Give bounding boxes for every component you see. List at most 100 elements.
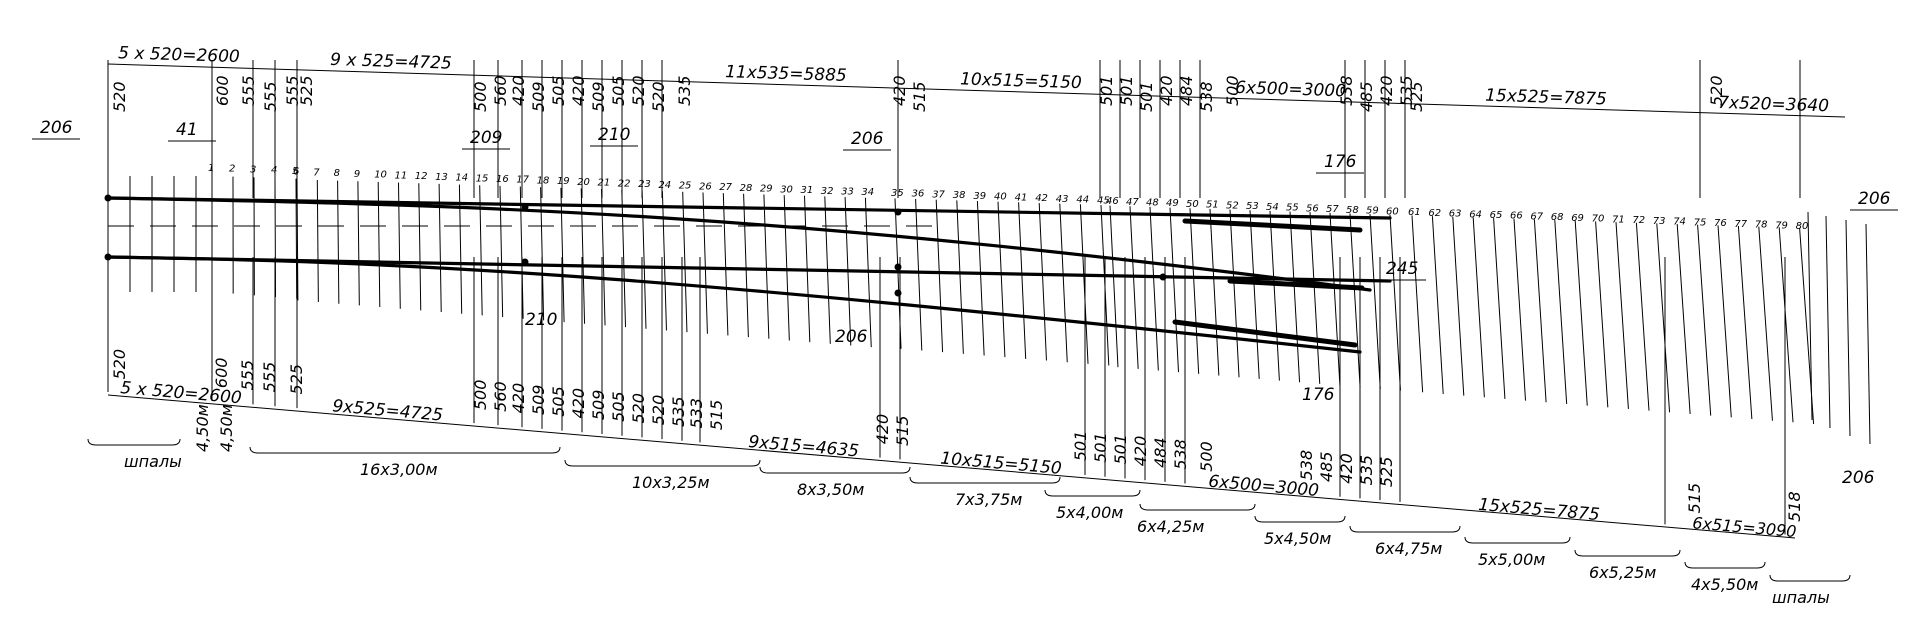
tie-number: 35 [891, 188, 904, 199]
tie-number: 44 [1076, 195, 1089, 206]
tie-number: 53 [1246, 201, 1259, 212]
tie-number: 17 [516, 175, 529, 186]
tie [358, 181, 359, 305]
top-vertical-dimension: 520 [110, 81, 129, 112]
tie-number: 68 [1551, 212, 1564, 223]
tie-number: 30 [780, 184, 793, 195]
tie-number: 34 [861, 187, 874, 198]
tie-number: 15 [476, 173, 489, 184]
tie-number: 6 [293, 167, 299, 178]
tie-number: 9 [354, 169, 360, 180]
tie [723, 193, 728, 335]
tie-number: 71 [1612, 214, 1625, 225]
tie-number: 56 [1306, 203, 1319, 214]
tie-number: 62 [1428, 208, 1441, 219]
bottom-vertical-dimension: 509 [529, 385, 548, 416]
tie [683, 192, 687, 332]
tie-number: 24 [658, 180, 671, 191]
top-vertical-dimension: 500 [1223, 75, 1242, 106]
top-dimension-text: 15x525=7875 [1485, 86, 1607, 110]
bottom-vertical-dimension: 555 [238, 360, 257, 391]
bottom-vertical-dimension: 420 [1131, 436, 1150, 467]
top-small-dimension: 206 [40, 118, 73, 138]
tie [1130, 206, 1138, 369]
top-vertical-dimension: 509 [589, 81, 608, 112]
tie-number: 63 [1449, 209, 1462, 220]
top-vertical-dimension: 525 [1407, 81, 1426, 112]
top-vertical-dimension: 485 [1357, 81, 1376, 112]
tie-number: 65 [1490, 210, 1503, 221]
tie [977, 201, 984, 355]
tie-number: 21 [598, 178, 611, 189]
tie-number: 60 [1386, 206, 1399, 217]
tie [1534, 219, 1546, 402]
bottom-vertical-dimension: 501 [1091, 432, 1110, 463]
tie-number: 33 [841, 186, 854, 197]
tie [1698, 225, 1711, 416]
tie [1110, 206, 1118, 368]
sleeper-group-label: 5x4,00м [1056, 503, 1123, 522]
tie [957, 200, 964, 353]
tie-number: 3 [250, 164, 256, 175]
tie-number: 27 [719, 182, 732, 193]
top-vertical-dimension: 420 [890, 75, 909, 106]
tie [1575, 221, 1587, 406]
sleeper-group-label: шпалы [1772, 588, 1830, 607]
top-vertical-dimension: 509 [529, 81, 548, 112]
tie-number: 70 [1592, 214, 1605, 225]
tie-number: 72 [1632, 215, 1645, 226]
tie [1412, 215, 1423, 392]
rail-joint [522, 204, 529, 211]
bottom-vertical-dimension: 420 [1337, 453, 1356, 484]
sleeper-group-label: 4,50м [217, 404, 236, 452]
tie-number: 26 [699, 181, 712, 192]
bottom-vertical-dimension: 560 [491, 381, 510, 412]
tie-number: 8 [334, 168, 340, 179]
top-vertical-dimension: 555 [261, 81, 280, 112]
tie-number: 52 [1226, 200, 1239, 211]
tie [1270, 211, 1279, 381]
tie [1190, 208, 1199, 374]
tie [1290, 212, 1300, 383]
sleeper-group-label: шпалы [124, 452, 182, 471]
tie-number: 25 [679, 181, 692, 192]
tie [1080, 204, 1088, 364]
bottom-dimension-text: 9x515=4635 [748, 432, 860, 461]
tie-number: 4 [271, 165, 277, 176]
tie-number: 22 [618, 178, 631, 189]
tie [1636, 223, 1649, 411]
tie-number: 39 [973, 191, 986, 202]
tie [1677, 224, 1690, 414]
sleeper-group-label: 8x3,50м [797, 480, 864, 499]
top-vertical-dimension: 525 [297, 75, 316, 106]
bottom-vertical-dimension: 501 [1071, 431, 1090, 462]
tie-number: 36 [912, 189, 925, 200]
bottom-dimension-text: 15x525=7875 [1478, 495, 1601, 525]
tie [1150, 207, 1158, 371]
tie-number: 79 [1775, 220, 1788, 231]
tie-number: 49 [1166, 198, 1179, 209]
rail-diverging-2 [108, 257, 1360, 352]
bottom-dimension-text: 9x525=4725 [332, 396, 444, 425]
top-small-dimension: 210 [598, 125, 630, 145]
tie-number: 40 [994, 192, 1007, 203]
tie-number: 80 [1796, 221, 1809, 232]
group-brace [1255, 516, 1345, 522]
tie [1370, 214, 1380, 389]
tie [1759, 227, 1773, 421]
tie [642, 190, 646, 328]
bottom-vertical-dimension: 518 [1785, 491, 1804, 522]
top-vertical-dimension: 520 [649, 81, 668, 112]
group-brace [1140, 504, 1255, 510]
bottom-small-dimension: 176 [1302, 385, 1335, 405]
top-vertical-dimension: 420 [569, 75, 588, 106]
bottom-vertical-dimension: 420 [569, 388, 588, 419]
top-vertical-dimension: 420 [1157, 75, 1176, 106]
top-vertical-dimension: 555 [239, 75, 258, 106]
tie-number: 66 [1510, 211, 1523, 222]
group-brace [1575, 550, 1680, 556]
top-vertical-dimension: 505 [549, 75, 568, 106]
bottom-vertical-dimension: 500 [1197, 441, 1216, 472]
